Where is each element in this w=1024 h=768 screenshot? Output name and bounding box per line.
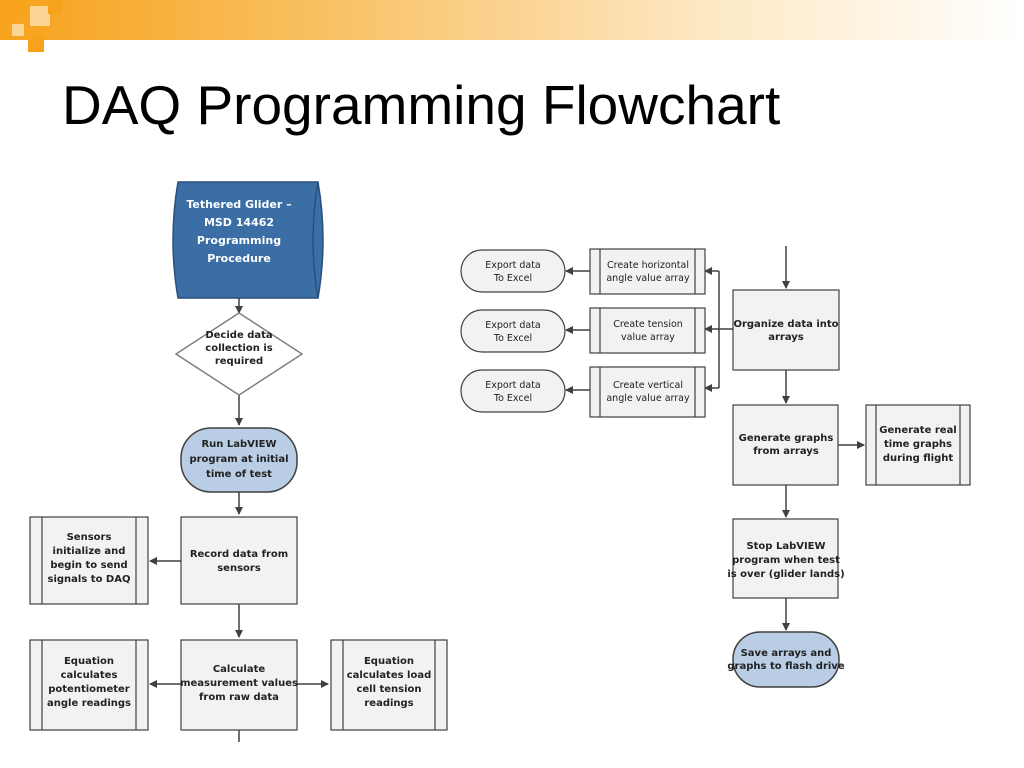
header-gradient-band [0,0,1024,40]
label-line: Record data from [190,549,288,560]
eq-tension-node: Equation calculates load cell tension readi… [330,639,448,731]
label-line: To Excel [493,333,532,344]
decision-label: Decide data collection is required [205,330,272,367]
label-line: cell tension [356,684,421,695]
label-line: Generate real [879,425,957,436]
label-line: Procedure [207,252,271,265]
label-line: required [215,356,263,367]
run-labview-label: Run LabVIEW program at initial time of tes… [189,439,288,480]
logo-square-1 [10,0,26,16]
export-excel-2-node: Export data To Excel [460,309,566,353]
label-line: Generate graphs [739,433,834,444]
label-line: MSD 14462 [204,216,274,229]
label-line: readings [364,698,413,709]
label-line: Create vertical [613,380,683,391]
generate-graphs-label: Generate graphs from arrays [739,433,834,457]
label-line: collection is [205,343,272,354]
label-line: Export data [485,380,541,391]
eq-angle-node: Equation calculates potentiometer angle rea… [29,639,149,731]
label-line: program at initial [189,454,288,465]
export-excel-2-label: Export data To Excel [485,320,541,344]
tension-array-label: Create tension value array [613,319,683,343]
export-excel-3-label: Export data To Excel [485,380,541,404]
sensors-init-label: Sensors initialize and begin to send signal… [48,532,131,585]
realtime-graphs-label: Generate real time graphs during flight [879,425,957,464]
tension-array-node: Create tension value array [589,307,706,354]
export-excel-1-label: Export data To Excel [485,260,541,284]
export-excel-3-node: Export data To Excel [460,369,566,413]
vert-array-label: Create vertical angle value array [606,380,690,404]
logo-square-3 [48,0,62,14]
label-line: sensors [217,563,261,574]
label-line: initialize and [53,546,126,557]
stop-labview-label: Stop LabVIEW program when test is over (gl… [727,541,844,580]
label-line: Export data [485,260,541,271]
horiz-array-label: Create horizontal angle value array [606,260,690,284]
record-data-node: Record data from sensors [180,516,298,605]
label-line: signals to DAQ [48,574,131,585]
label-line: Create tension [613,319,683,330]
generate-graphs-node: Generate graphs from arrays [732,404,839,486]
label-line: Sensors [67,532,112,543]
calculate-label: Calculate measurement values from raw data [180,664,298,703]
logo-square-2 [30,6,50,26]
eq-tension-label: Equation calculates load cell tension readi… [347,656,432,709]
organize-node: Organize data into arrays [732,289,840,371]
horiz-array-node: Create horizontal angle value array [589,248,706,295]
eq-angle-label: Equation calculates potentiometer angle rea… [47,656,131,709]
label-line: from raw data [199,692,279,703]
stop-labview-node: Stop LabVIEW program when test is over (gl… [727,518,845,599]
label-line: calculates [61,670,118,681]
label-line: Equation [364,656,414,667]
label-line: Decide data [205,330,272,341]
logo-square-5 [12,24,24,36]
decision-node: Decide data collection is required [174,312,304,396]
label-line: during flight [883,453,954,464]
label-line: from arrays [753,446,819,457]
label-line: Export data [485,320,541,331]
label-line: time of test [206,469,272,480]
run-labview-node: Run LabVIEW program at initial time of tes… [180,427,298,493]
label-line: Save arrays and [741,648,832,659]
label-line: graphs to flash drive [727,661,844,672]
record-data-label: Record data from sensors [190,549,288,574]
label-line: angle value array [606,393,690,404]
save-arrays-label: Save arrays and graphs to flash drive [727,648,844,672]
label-line: Stop LabVIEW [746,541,825,552]
label-line: To Excel [493,273,532,284]
realtime-graphs-node: Generate real time graphs during flight [865,404,971,486]
vert-array-node: Create vertical angle value array [589,366,706,418]
label-line: Create horizontal [607,260,689,271]
label-line: Run LabVIEW [201,439,276,450]
save-arrays-node: Save arrays and graphs to flash drive [727,631,845,688]
label-line: Organize data into [733,319,838,330]
label-line: Tethered Glider – [186,198,291,211]
slide-title: DAQ Programming Flowchart [62,74,781,136]
label-line: value array [621,332,675,343]
calculate-node: Calculate measurement values from raw data [180,639,298,731]
organize-label: Organize data into arrays [733,319,838,343]
label-line: angle value array [606,273,690,284]
label-line: is over (glider lands) [727,569,844,580]
label-line: begin to send [50,560,127,571]
logo-square-4 [28,36,44,52]
export-excel-1-node: Export data To Excel [460,249,566,293]
label-line: Calculate [213,664,266,675]
label-line: Programming [197,234,281,247]
sensors-init-node: Sensors initialize and begin to send signal… [29,516,149,605]
label-line: program when test [732,555,840,566]
label-line: measurement values [180,678,298,689]
label-line: To Excel [493,393,532,404]
label-line: time graphs [884,439,952,450]
label-line: Equation [64,656,114,667]
label-line: calculates load [347,670,432,681]
label-line: potentiometer [48,684,130,695]
label-line: angle readings [47,698,131,709]
label-line: arrays [768,332,804,343]
